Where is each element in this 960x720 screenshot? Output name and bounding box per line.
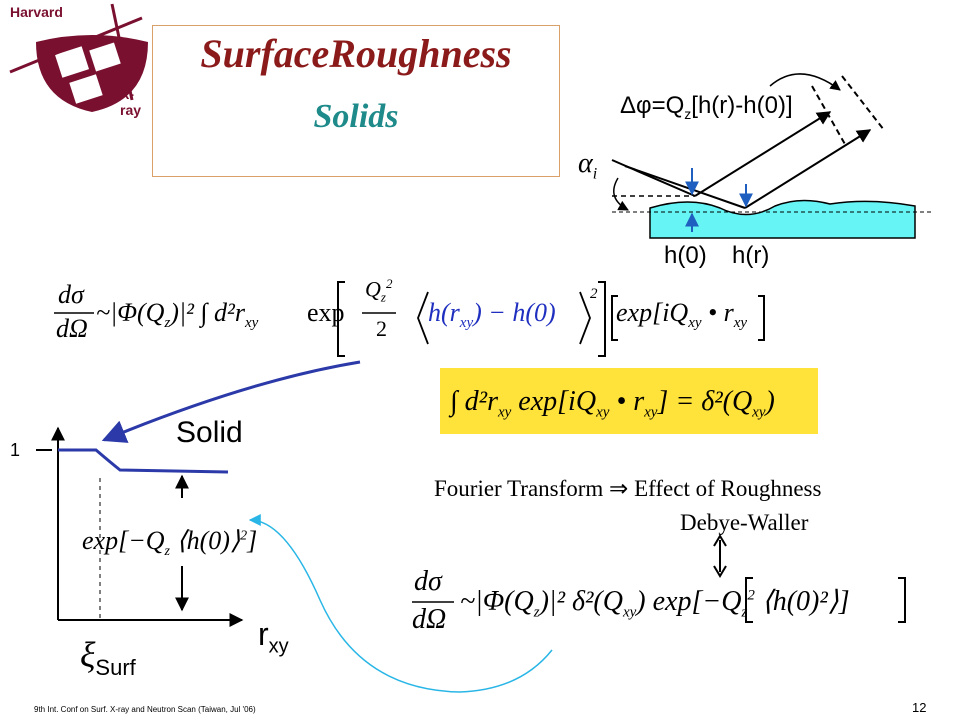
- h0-label: h(0): [664, 242, 707, 269]
- title-box: [152, 25, 560, 177]
- debye-waller-note: Debye-Waller: [680, 510, 809, 535]
- x-axis-label: rxy: [258, 616, 289, 658]
- fourier-identity-box: [440, 368, 818, 434]
- page-subtitle: Solids: [313, 98, 399, 135]
- page-title: SurfaceRoughness: [200, 31, 512, 76]
- phase-equation: Δφ=Qz[h(r)-h(0)]: [620, 92, 793, 122]
- surface-body: [649, 199, 916, 239]
- solid-series-label: Solid: [176, 416, 243, 449]
- logo-top-text: Harvard: [10, 4, 63, 20]
- fourier-identity: ∫ d²rxy exp[iQxy • rxy] = δ²(Qxy): [450, 386, 775, 421]
- conference-footer: 9th Int. Conf on Surf. X-ray and Neutron…: [34, 705, 256, 714]
- alpha-label: αi: [578, 148, 598, 183]
- xi-surf-label: ξSurf: [80, 635, 136, 681]
- solid-curve: [58, 448, 229, 474]
- plot-exp-label: exp[−Qz ⟨h(0)⟩2]: [82, 526, 258, 560]
- y-tick-1: 1: [10, 440, 21, 460]
- harvard-logo: Harvard X-ray: [0, 0, 150, 120]
- fourier-note: Fourier Transform ⇒ Effect of Roughness: [434, 476, 822, 501]
- hr-label: h(r): [732, 242, 770, 269]
- shield-icon: [9, 3, 148, 112]
- logo-bottom-text: X-ray: [120, 86, 142, 118]
- page-number: 12: [912, 700, 927, 715]
